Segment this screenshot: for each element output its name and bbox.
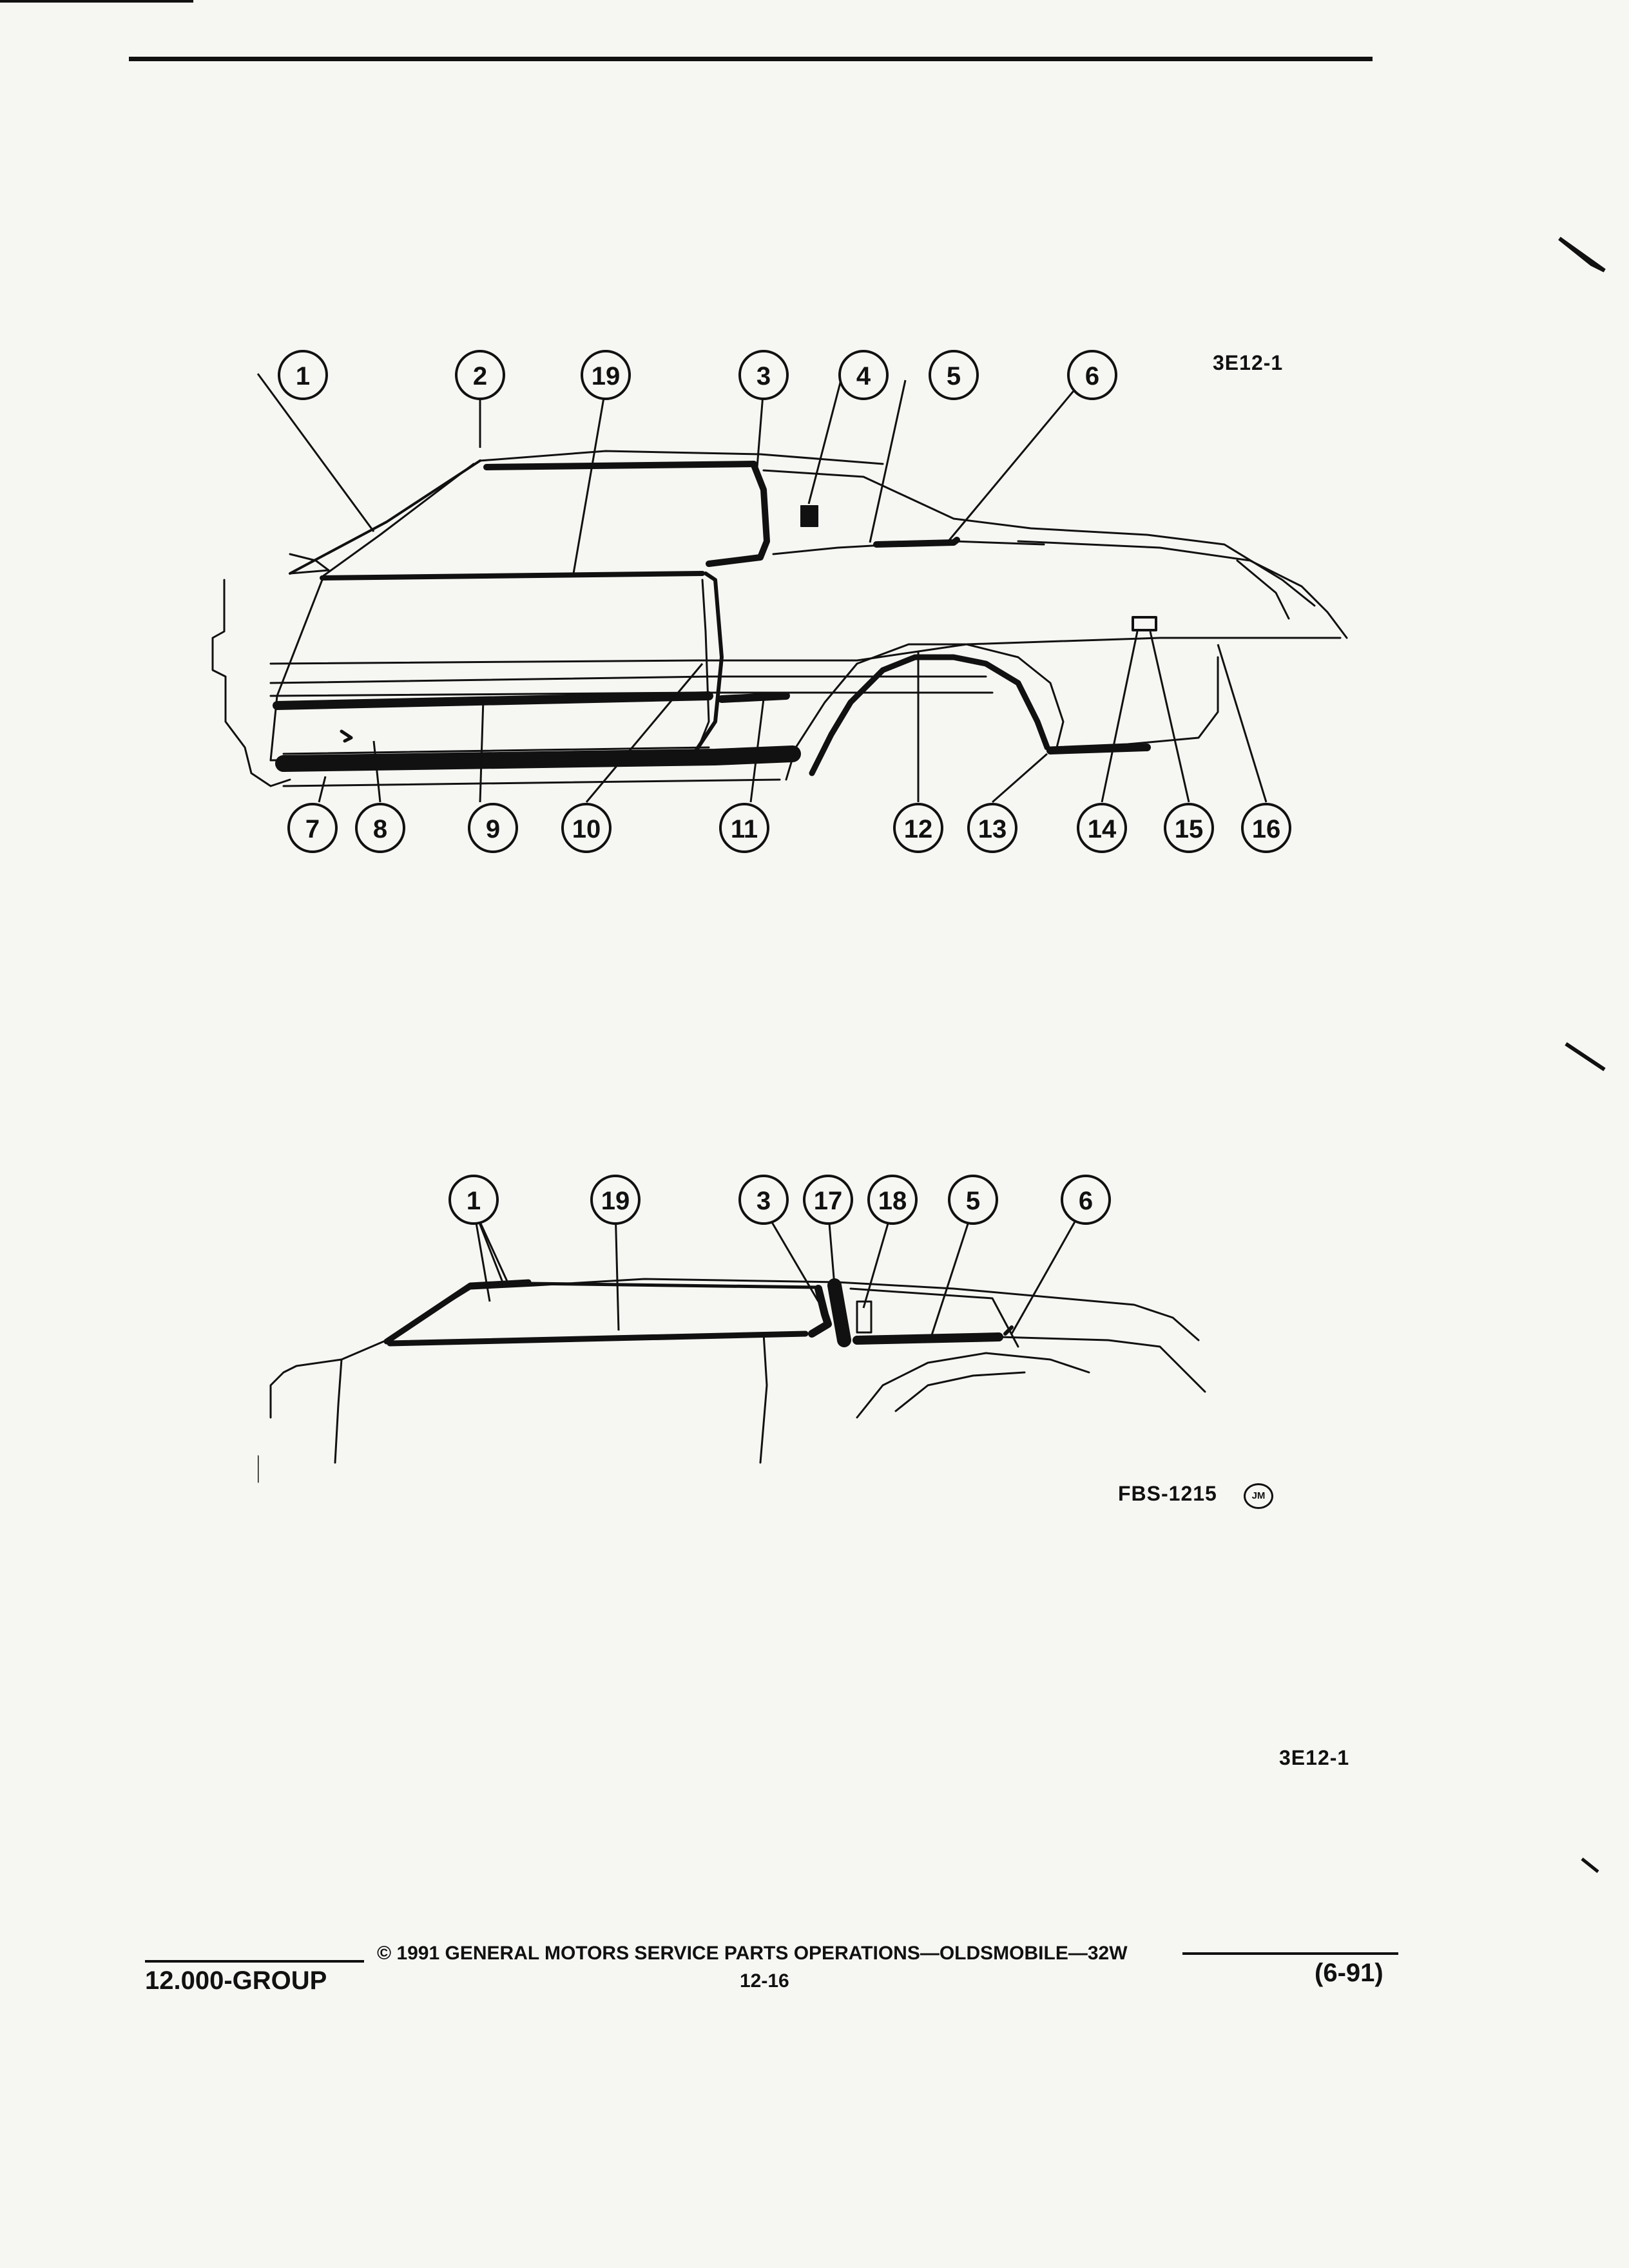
svg-text:1: 1 — [296, 362, 310, 390]
callout-15: 15 — [1164, 803, 1214, 853]
callout-13: 13 — [967, 803, 1017, 853]
callout-2: 2 — [455, 350, 505, 400]
leader-lines-bottom — [472, 1207, 1084, 1338]
callout-14: 14 — [1077, 803, 1127, 853]
corner-mark — [0, 0, 193, 3]
svg-text:12: 12 — [904, 815, 933, 843]
car-body-top — [211, 450, 1348, 787]
svg-text:17: 17 — [814, 1187, 843, 1215]
callout-12: 12 — [893, 803, 943, 853]
artist-mark-text: JM — [1251, 1490, 1266, 1501]
svg-text:8: 8 — [373, 815, 387, 843]
svg-text:15: 15 — [1175, 815, 1204, 843]
diagram-top-side-view: 1 2 19 3 4 5 6 7 8 9 10 11 12 13 14 15 1… — [211, 350, 1348, 853]
svg-text:2: 2 — [473, 362, 487, 390]
callout-9: 9 — [468, 803, 518, 853]
callout-18: 18 — [867, 1175, 918, 1225]
artist-mark: JM — [1244, 1483, 1273, 1509]
svg-text:6: 6 — [1079, 1187, 1093, 1215]
callouts-bottom: 1 19 3 17 18 5 6 — [448, 1175, 1111, 1225]
callout-7: 7 — [287, 803, 338, 853]
svg-text:10: 10 — [572, 815, 601, 843]
callout-3: 3 — [738, 1175, 789, 1225]
svg-text:5: 5 — [966, 1187, 980, 1215]
callout-6: 6 — [1061, 1175, 1111, 1225]
callout-19: 19 — [590, 1175, 641, 1225]
header-rule — [129, 57, 1373, 61]
callout-17: 17 — [803, 1175, 853, 1225]
svg-text:9: 9 — [486, 815, 500, 843]
footer-rule-right — [1182, 1952, 1398, 1955]
svg-text:5: 5 — [947, 362, 961, 390]
footer-copyright: © 1991 GENERAL MOTORS SERVICE PARTS OPER… — [377, 1943, 1128, 1964]
callout-10: 10 — [561, 803, 612, 853]
leader-lines-top — [256, 373, 1268, 803]
svg-text:3: 3 — [757, 362, 771, 390]
callout-4: 4 — [838, 350, 889, 400]
svg-text:14: 14 — [1088, 815, 1117, 843]
callout-6: 6 — [1067, 350, 1117, 400]
svg-text:19: 19 — [592, 362, 621, 390]
svg-text:3: 3 — [757, 1187, 771, 1215]
footer-date: (6-91) — [1315, 1959, 1383, 1987]
svg-text:11: 11 — [731, 815, 758, 843]
margin-marks — [1558, 236, 1606, 1873]
footer-page: 12-16 — [740, 1970, 789, 1992]
figure-ref-top: 3E12-1 — [1213, 351, 1284, 374]
footer-rule-left — [145, 1960, 364, 1963]
svg-text:6: 6 — [1085, 362, 1099, 390]
footer-group: 12.000-GROUP — [145, 1966, 327, 1995]
svg-text:19: 19 — [601, 1187, 630, 1215]
diagram-bottom-side-view: 1 19 3 17 18 5 6 — [258, 1175, 1206, 1483]
svg-text:4: 4 — [856, 362, 871, 390]
callout-3: 3 — [738, 350, 789, 400]
figure-code: FBS-1215 — [1118, 1482, 1217, 1505]
callouts-top: 1 2 19 3 4 5 6 7 8 9 10 11 12 13 14 15 1… — [278, 350, 1291, 853]
callout-1: 1 — [278, 350, 328, 400]
callout-5: 5 — [929, 350, 979, 400]
svg-text:13: 13 — [978, 815, 1007, 843]
callout-8: 8 — [355, 803, 405, 853]
callout-11: 11 — [719, 803, 769, 853]
callout-16: 16 — [1241, 803, 1291, 853]
svg-text:18: 18 — [878, 1187, 907, 1215]
svg-text:7: 7 — [305, 815, 320, 843]
svg-text:16: 16 — [1252, 815, 1281, 843]
figure-ref-bottom: 3E12-1 — [1279, 1746, 1350, 1769]
car-body-bottom — [258, 1278, 1206, 1483]
callout-1: 1 — [448, 1175, 499, 1225]
callout-19: 19 — [581, 350, 631, 400]
svg-text:1: 1 — [467, 1187, 481, 1215]
callout-5: 5 — [948, 1175, 998, 1225]
